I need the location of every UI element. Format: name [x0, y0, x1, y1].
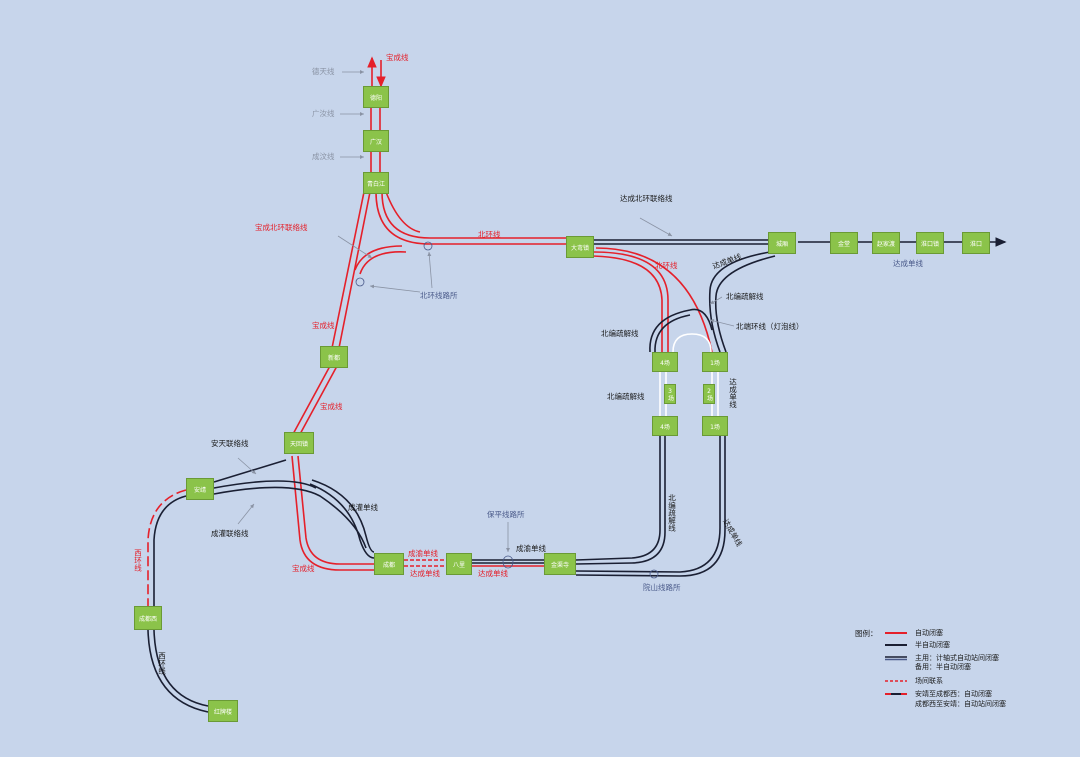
legend-item-backup: 备用：半自动闭塞 — [885, 662, 971, 672]
label-beibian-shujie-v: 北编疏解线 — [667, 494, 677, 532]
label-beibian-shujie-3: 北编疏解线 — [607, 392, 645, 401]
label-chengguan-single: 成灌单线 — [348, 503, 378, 512]
legend-label-semi: 半自动闭塞 — [915, 641, 950, 649]
label-beihuan-lusuo: 北环线路所 — [420, 291, 458, 300]
legend-swatch-none-2 — [885, 700, 907, 708]
station-guanghan[interactable]: 广汉 — [363, 130, 389, 152]
legend: 图例： 自动闭塞 半自动闭塞 主用：计轴式自动站间闭塞 备用：半自动闭塞 场间联… — [855, 628, 1055, 718]
yard-1-north[interactable]: 1场 — [702, 352, 728, 372]
station-baili[interactable]: 八里 — [446, 553, 472, 575]
station-tianhui[interactable]: 天回镇 — [284, 432, 314, 454]
label-xihuan-2: 西环线 — [157, 652, 167, 675]
label-longshan-lusuo: 院山线路所 — [643, 583, 681, 592]
legend-title: 图例： — [855, 629, 878, 638]
station-huaikou[interactable]: 淮口 — [962, 232, 990, 254]
legend-label-backup: 备用：半自动闭塞 — [915, 663, 971, 671]
station-zhaojiadu[interactable]: 赵家渡 — [872, 232, 900, 254]
label-chengqing: 成汶线 — [312, 152, 335, 161]
legend-label-auto: 自动闭塞 — [915, 629, 943, 637]
yard-4-north[interactable]: 4场 — [652, 352, 678, 372]
station-qingbaijiang[interactable]: 青白江 — [363, 172, 389, 194]
label-baocheng-bottom: 宝成线 — [292, 564, 315, 573]
legend-item-chengduxi: 成都西至安靖：自动站间闭塞 — [885, 699, 1006, 709]
station-dawan[interactable]: 大弯镇 — [566, 236, 594, 258]
label-chengyu-single-2: 成渝单线 — [516, 544, 546, 553]
label-dacheng-bei-link: 达成北环联络线 — [620, 194, 673, 203]
station-huailong[interactable]: 淮口镇 — [916, 232, 944, 254]
legend-label-axle: 主用：计轴式自动站间闭塞 — [915, 654, 999, 662]
label-baocheng-mid1: 宝成线 — [312, 321, 335, 330]
label-beibian-shujie-1: 北编疏解线 — [726, 292, 764, 301]
junction-markers — [355, 241, 659, 579]
label-beihuan-1: 北环线 — [478, 230, 501, 239]
yard-1-south[interactable]: 1场 — [702, 416, 728, 436]
station-xindu[interactable]: 新都 — [320, 346, 348, 368]
legend-item-yard: 场间联系 — [885, 676, 943, 686]
label-baocheng-top: 宝成线 — [386, 53, 409, 62]
yard-3[interactable]: 3场 — [664, 384, 676, 404]
label-baocheng-mid2: 宝成线 — [320, 402, 343, 411]
legend-swatch-reddash — [885, 677, 907, 685]
station-anjing[interactable]: 安靖 — [186, 478, 214, 500]
label-xihuan-1: 西环线 — [133, 549, 143, 572]
label-baocheng-bei-link: 宝成北环联络线 — [255, 223, 308, 232]
label-chengguan-link: 成灌联络线 — [211, 529, 249, 538]
station-deyang[interactable]: 德阳 — [363, 86, 389, 108]
legend-swatch-black — [885, 641, 907, 649]
label-dacheng-single-east: 达成单线 — [893, 259, 923, 268]
label-baoping-lusuo: 保平线路所 — [487, 510, 525, 519]
baocheng-line-north — [331, 56, 566, 349]
legend-label-chengduxi: 成都西至安靖：自动站间闭塞 — [915, 700, 1006, 708]
legend-swatch-none — [885, 663, 907, 671]
station-jinpan[interactable]: 金堂 — [830, 232, 858, 254]
station-chengdu[interactable]: 成都 — [374, 553, 404, 575]
yard-2[interactable]: 2场 — [703, 384, 715, 404]
label-dacheng-danxian-v2: 达成单线 — [728, 378, 738, 408]
label-guangzhu: 广汝线 — [312, 109, 335, 118]
legend-label-anjing: 安靖至成都西：自动闭塞 — [915, 690, 992, 698]
legend-item-axle: 主用：计轴式自动站间闭塞 — [885, 653, 999, 663]
yard-4-south[interactable]: 4场 — [652, 416, 678, 436]
label-antian-link: 安天联络线 — [211, 439, 249, 448]
legend-item-semi: 半自动闭塞 — [885, 640, 950, 650]
label-chengyu-single-1: 成渝单线 — [408, 549, 438, 558]
legend-swatch-red — [885, 629, 907, 637]
label-dacheng-single-1: 达成单线 — [410, 569, 440, 578]
station-chengxiang[interactable]: 城厢 — [768, 232, 796, 254]
station-chengduxi[interactable]: 成都西 — [134, 606, 162, 630]
pointer-arrows — [237, 70, 735, 552]
legend-swatch-blueblack — [885, 654, 907, 662]
label-dacheng-single-bottom: 达成单线 — [478, 569, 508, 578]
label-beiduan-huan: 北端环线（灯泡线） — [736, 322, 804, 331]
legend-label-yard: 场间联系 — [915, 677, 943, 685]
label-beibian-shujie-2: 北编疏解线 — [601, 329, 639, 338]
legend-swatch-redblack — [885, 690, 907, 698]
station-jinjiangsi[interactable]: 金渠寺 — [544, 553, 576, 575]
station-hongpailou[interactable]: 红牌楼 — [208, 700, 238, 722]
legend-item-anjing: 安靖至成都西：自动闭塞 — [885, 689, 992, 699]
label-deyang-tian: 德天线 — [312, 67, 335, 76]
north-ring-line — [587, 237, 1007, 353]
label-beihuan-2: 北环线 — [655, 261, 678, 270]
legend-item-auto: 自动闭塞 — [885, 628, 943, 638]
west-section — [147, 365, 544, 713]
